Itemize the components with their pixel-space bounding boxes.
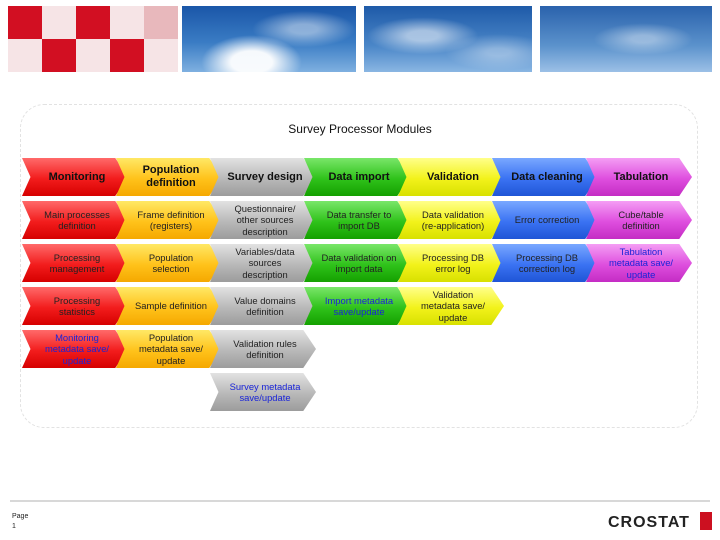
module-step: Monitoring metadata save/ update (22, 330, 128, 368)
module-step: Processing statistics (22, 287, 128, 325)
module-step: Population selection (116, 244, 222, 282)
logo-red-block (700, 512, 712, 530)
page-label: Page (12, 513, 29, 520)
module-step: Sample definition (116, 287, 222, 325)
module-step: Data transfer to import DB (304, 201, 410, 239)
checker-square (8, 39, 42, 72)
module-step: Frame definition (registers) (116, 201, 222, 239)
logo-text: CROSTAT (608, 514, 690, 530)
module-step: Error correction (492, 201, 598, 239)
diagram-frame (20, 104, 698, 428)
module-step: Variables/data sources description (210, 244, 316, 282)
module-step: Main processes definition (22, 201, 128, 239)
module-header-5: Data cleaning (492, 158, 598, 196)
page-number: 1 (12, 523, 16, 530)
module-step: Survey metadata save/update (210, 373, 316, 411)
module-step: Population metadata save/ update (116, 330, 222, 368)
module-step: Processing DB error log (398, 244, 504, 282)
footer-divider (10, 500, 710, 502)
module-step: Questionnaire/ other sources description (210, 201, 316, 239)
module-step: Value domains definition (210, 287, 316, 325)
checker-square (76, 6, 110, 39)
module-step: Validation metadata save/ update (398, 287, 504, 325)
module-header-3: Data import (304, 158, 410, 196)
module-header-6: Tabulation (586, 158, 692, 196)
module-header-1: Population definition (116, 158, 222, 196)
module-step: Data validation on import data (304, 244, 410, 282)
crostat-logo: CROSTAT (608, 512, 712, 530)
checker-square (110, 6, 144, 39)
module-step: Data validation (re-application) (398, 201, 504, 239)
module-header-2: Survey design (210, 158, 316, 196)
module-header-0: Monitoring (22, 158, 128, 196)
module-step: Cube/table definition (586, 201, 692, 239)
checker-square (8, 6, 42, 39)
header-sky-image (182, 6, 356, 72)
checker-square (144, 39, 178, 72)
checker-square (42, 6, 76, 39)
checker-square (76, 39, 110, 72)
module-step: Import metadata save/update (304, 287, 410, 325)
checker-square (110, 39, 144, 72)
module-step: Validation rules definition (210, 330, 316, 368)
diagram-title: Survey Processor Modules (288, 122, 432, 136)
header-checker-pattern (8, 6, 178, 72)
checker-square (144, 6, 178, 39)
module-step: Processing management (22, 244, 128, 282)
module-step: Tabulation metadata save/ update (586, 244, 692, 282)
module-header-4: Validation (398, 158, 504, 196)
header-sky-image (540, 6, 712, 72)
header-sky-image (364, 6, 532, 72)
module-step: Processing DB correction log (492, 244, 598, 282)
checker-square (42, 39, 76, 72)
